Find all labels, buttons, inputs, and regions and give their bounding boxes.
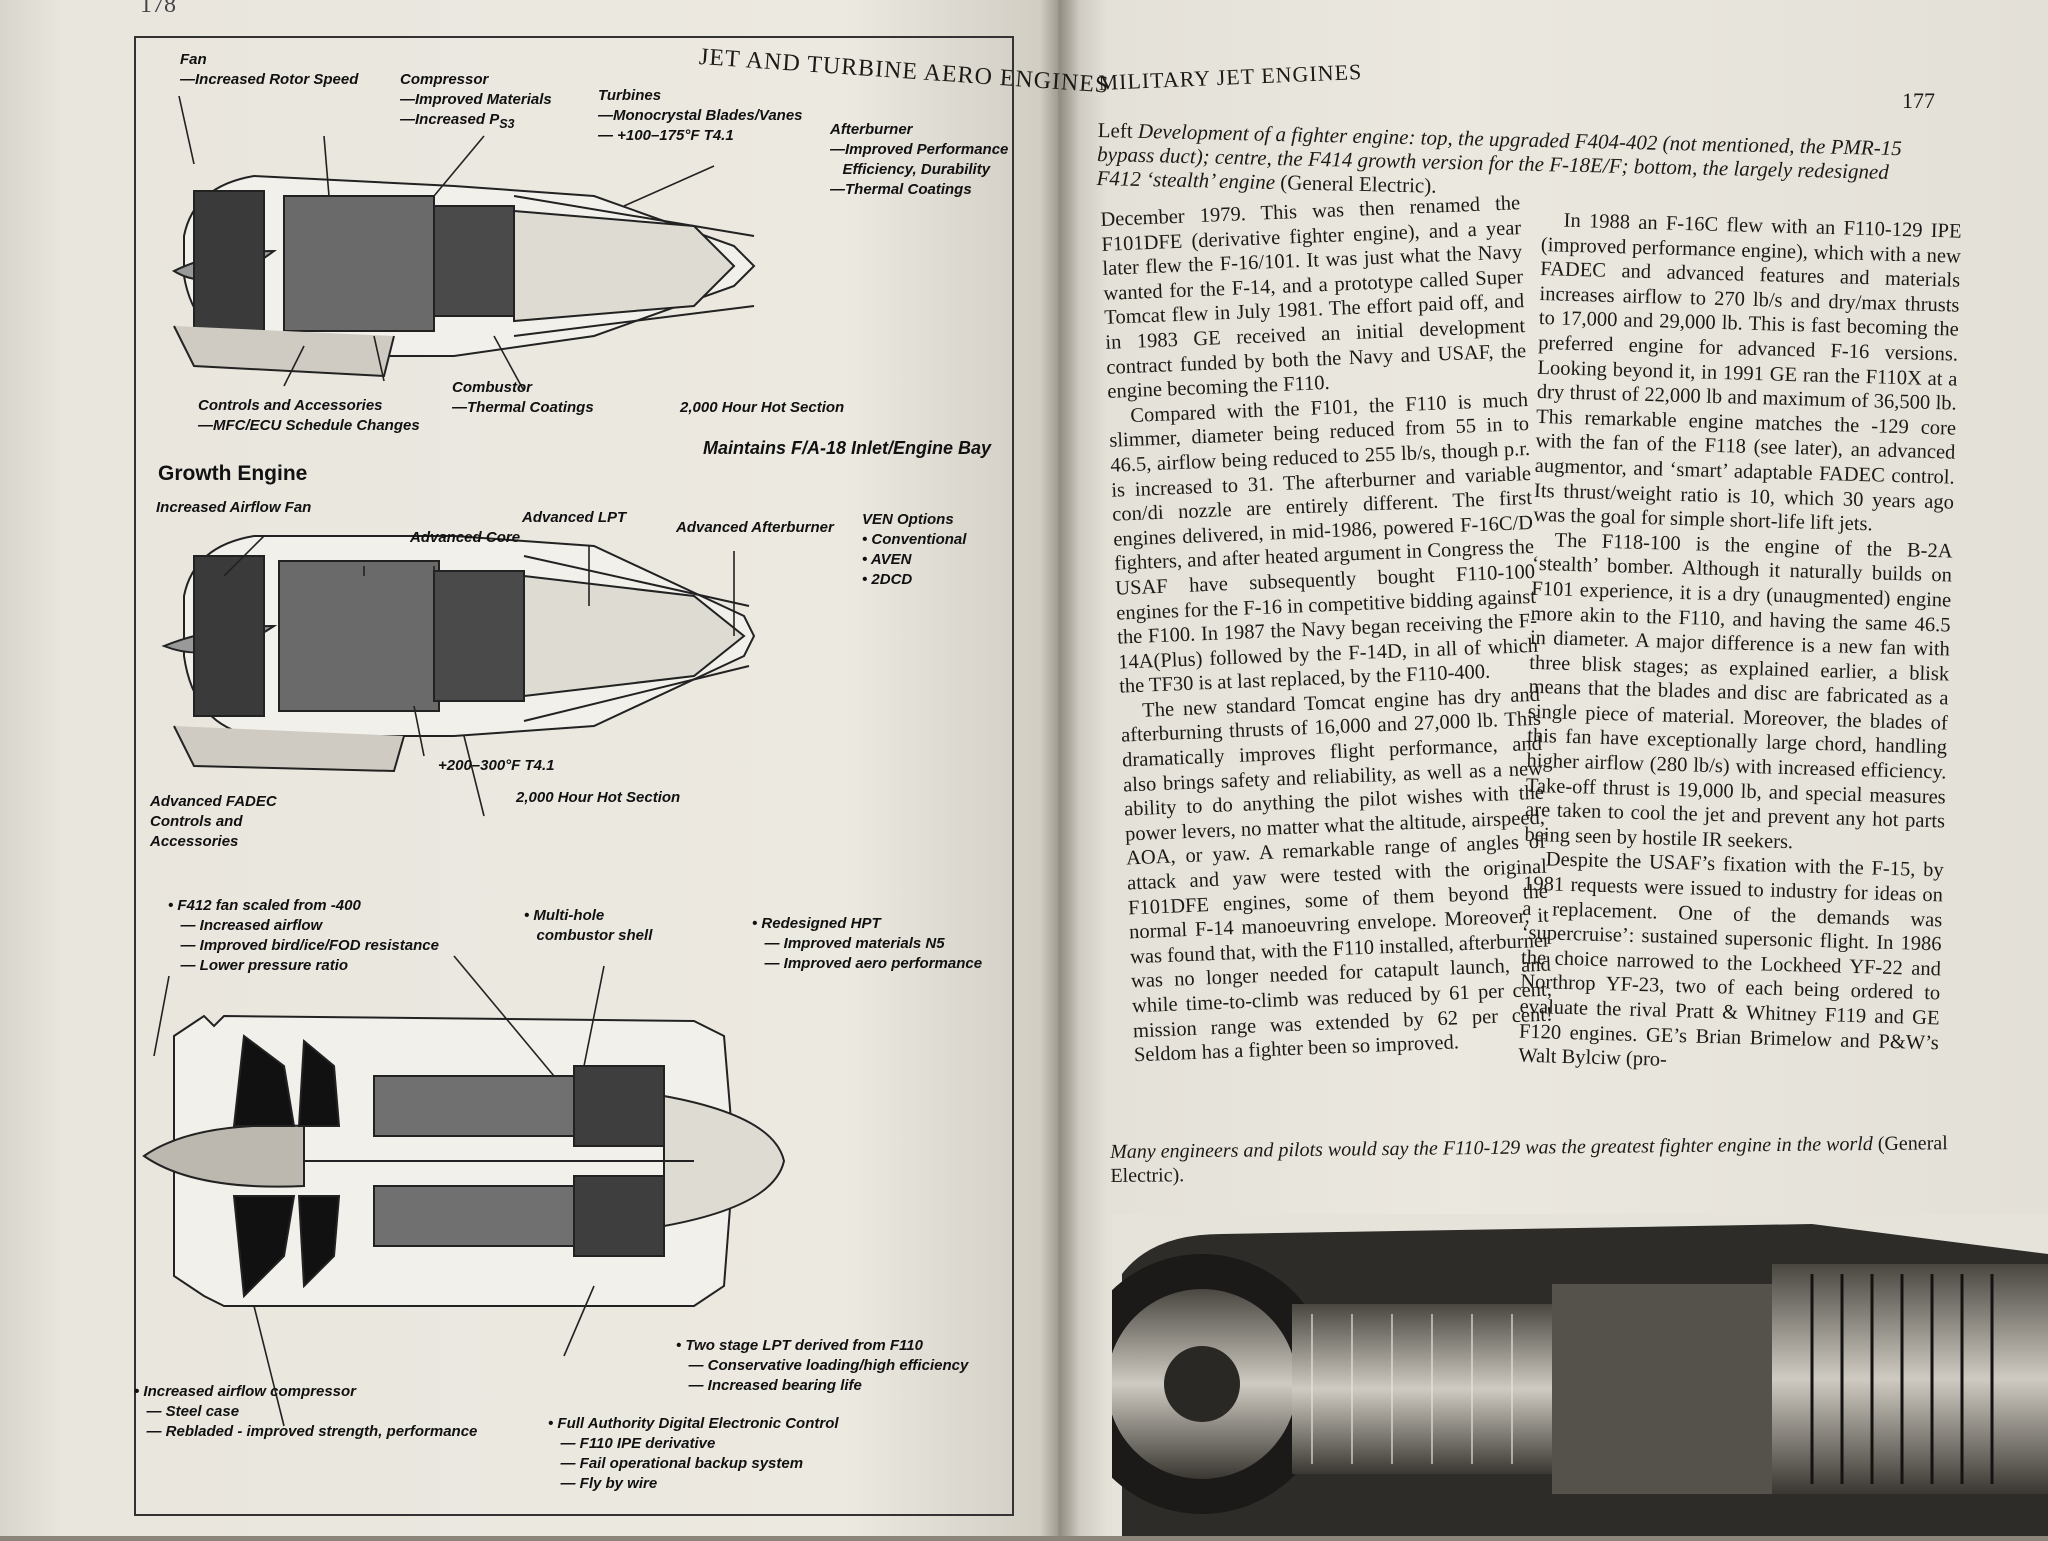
- label-compressor: Compressor —Improved Materials —Increase…: [400, 70, 552, 134]
- engine-cutaway-photo: [1072, 1214, 2048, 1536]
- paragraph: The new standard Tomcat engine has dry a…: [1120, 683, 1554, 1067]
- top-caption-lead: Left: [1097, 118, 1133, 143]
- label-advanced-core: Advanced Core: [410, 529, 521, 546]
- book-gutter: [1040, 0, 1080, 1536]
- bottom-caption: Many engineers and pilots would say the …: [1110, 1131, 1980, 1188]
- body-column-1: December 1979. This was then renamed the…: [1100, 191, 1554, 1068]
- paragraph: December 1979. This was then renamed the…: [1100, 192, 1527, 403]
- top-caption-credit: (General Electric).: [1280, 170, 1437, 198]
- paragraph: The F118-100 is the engine of the B-2A ‘…: [1524, 529, 1953, 854]
- label-combustor: Combustor —Thermal Coatings: [452, 379, 594, 416]
- paragraph: In 1988 an F-16C flew with an F110-129 I…: [1533, 209, 1962, 536]
- engine-diagram-f414: [161, 535, 756, 773]
- engine-cutaway-illustration: [1072, 1214, 2048, 1536]
- label-hot-section-1: 2,000 Hour Hot Section: [680, 399, 845, 416]
- label-advanced-lpt: Advanced LPT: [522, 509, 627, 526]
- engine-diagram-f404: [171, 174, 756, 378]
- label-hot-section-2: 2,000 Hour Hot Section: [516, 789, 681, 806]
- paragraph: Compared with the F101, the F110 is much…: [1108, 388, 1539, 698]
- label-multihole-combustor: • Multi-hole combustor shell: [524, 907, 653, 944]
- label-controls: Controls and Accessories —MFC/ECU Schedu…: [198, 397, 420, 434]
- label-compressor-text: Compressor —Improved Materials —Increase…: [400, 71, 552, 128]
- label-advanced-fadec: Advanced FADEC Controls and Accessories: [150, 793, 277, 850]
- label-compressor-subscript: S3: [499, 117, 515, 131]
- label-redesigned-hpt: • Redesigned HPT — Improved materials N5…: [752, 915, 983, 972]
- paragraph: Despite the USAF’s fixation with the F-1…: [1518, 848, 1944, 1072]
- label-f412-fan: • F412 fan scaled from -400 — Increased …: [168, 897, 439, 974]
- body-column-2: In 1988 an F-16C flew with an F110-129 I…: [1518, 208, 1962, 1080]
- label-full-authority: • Full Authority Digital Electronic Cont…: [548, 1415, 839, 1492]
- label-temp-increase: +200–300°F T4.1: [438, 757, 555, 774]
- label-turbines: Turbines —Monocrystal Blades/Vanes — +10…: [598, 87, 803, 144]
- engine-diagram-figure: [134, 36, 1014, 1516]
- label-growth-engine: Growth Engine: [158, 462, 308, 485]
- label-advanced-afterburner: Advanced Afterburner: [676, 519, 834, 536]
- figure-frame: [134, 36, 1014, 1516]
- engine-diagram-f412: [142, 1014, 786, 1307]
- label-ven-options: VEN Options • Conventional • AVEN • 2DCD: [862, 511, 967, 588]
- label-fan: Fan —Increased Rotor Speed: [180, 51, 359, 88]
- label-increased-airflow-fan: Increased Airflow Fan: [156, 499, 312, 516]
- left-page-number: 178: [140, 0, 176, 18]
- label-maintains: Maintains F/A-18 Inlet/Engine Bay: [703, 438, 992, 458]
- label-increased-airflow-compressor: • Increased airflow compressor — Steel c…: [134, 1383, 478, 1440]
- right-page-number: 177: [1902, 88, 1935, 113]
- label-afterburner: Afterburner —Improved Performance Effici…: [830, 121, 1009, 198]
- label-two-stage-lpt: • Two stage LPT derived from F110 — Cons…: [676, 1337, 969, 1394]
- leader-lines: [153, 95, 735, 1427]
- engine-diagrams-svg: [142, 95, 786, 1427]
